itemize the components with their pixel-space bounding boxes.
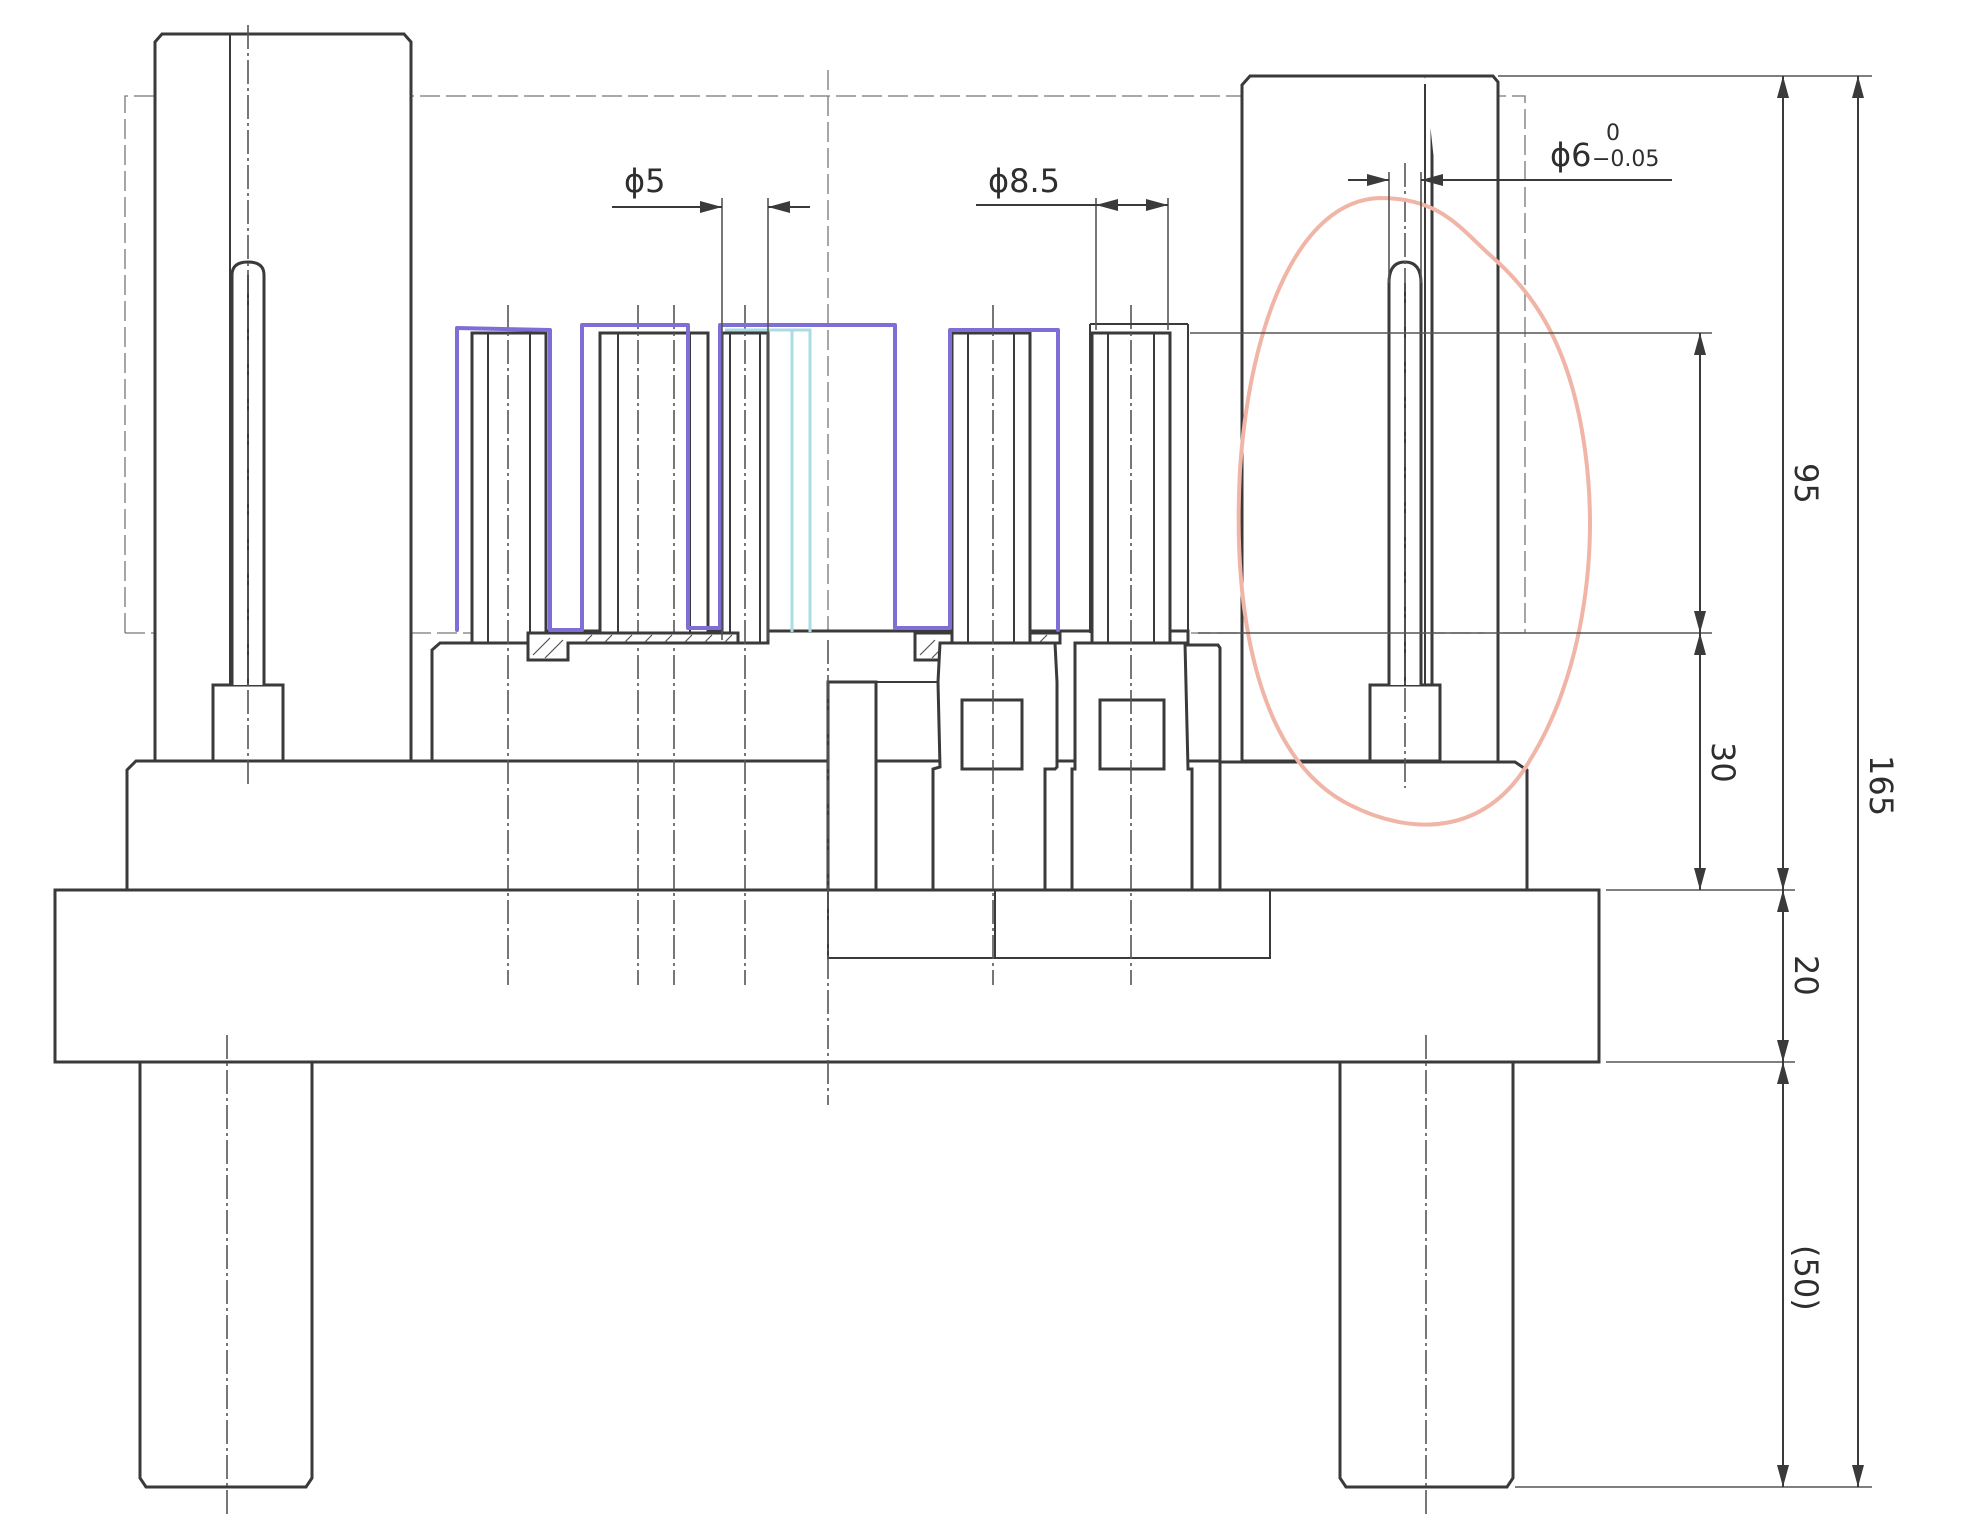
- dim-dia-8-5: [976, 198, 1169, 330]
- dim-30: [1694, 633, 1706, 890]
- die-block-right: [1218, 760, 1529, 892]
- dim-20-label: 20: [1787, 955, 1825, 996]
- retainer-left: [526, 631, 740, 662]
- punch-holder-step: [826, 680, 878, 892]
- sketch-purple-profile: [455, 323, 1060, 632]
- right-leg: [1338, 1035, 1515, 1515]
- dim-dia-6-label: ϕ6: [1550, 136, 1591, 174]
- dim-95: [1777, 76, 1789, 890]
- left-leg: [138, 1035, 314, 1515]
- dim-dia-5: [612, 198, 810, 640]
- pin-1: [470, 305, 548, 985]
- dim-165-label: 165: [1862, 755, 1900, 816]
- dim-95-label: 95: [1787, 463, 1825, 504]
- dim-20: [1777, 890, 1789, 1062]
- dim-165: [1852, 76, 1864, 1487]
- sketch-red-circle: [1236, 195, 1592, 827]
- dim-50: [1777, 1062, 1789, 1487]
- phantom-outline: [124, 70, 1526, 640]
- dim-dia-6: [1348, 172, 1672, 283]
- dim-h: [1694, 333, 1706, 633]
- dim-dia-5-label: ϕ5: [624, 162, 665, 200]
- dim-dia-6-upper: 0: [1606, 121, 1620, 146]
- bolt-1: [931, 305, 1059, 985]
- dim-50-label: (50): [1787, 1245, 1825, 1311]
- sketch-cyan-profile: [725, 328, 812, 632]
- dim-dia-6-lower: −0.05: [1592, 147, 1659, 172]
- die-block: [125, 759, 830, 892]
- left-guide-block: [153, 25, 413, 788]
- bolt-2: [1070, 305, 1194, 985]
- dim-30-label: 30: [1704, 742, 1742, 783]
- pin-3: [720, 305, 770, 985]
- dim-dia-8-5-label: ϕ8.5: [988, 162, 1060, 200]
